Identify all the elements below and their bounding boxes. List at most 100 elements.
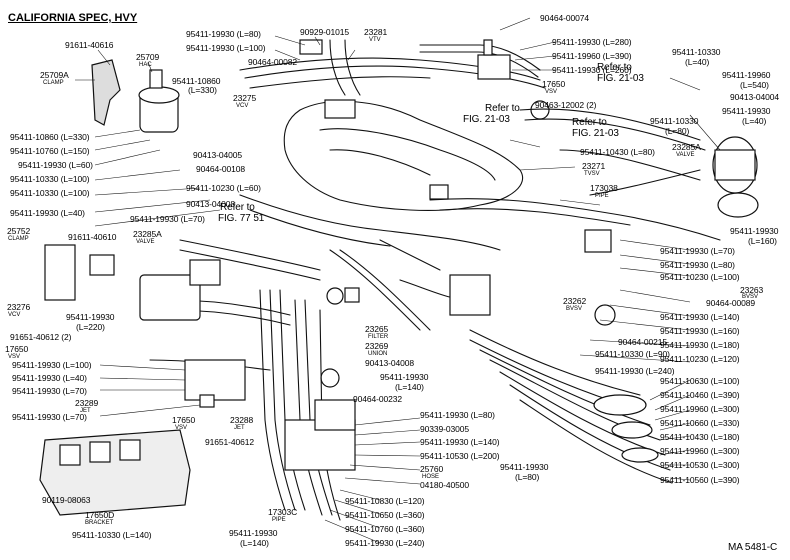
part-label: 17650: [5, 344, 29, 354]
part-label: 95411-19930 (L=80): [660, 260, 735, 270]
part-desc: VALVE: [676, 152, 695, 158]
part-label: (L=330): [188, 85, 217, 95]
refer-label: Refer to: [485, 103, 520, 114]
part-label: 95411-19930 (L=40): [12, 373, 87, 383]
part-label: 173038: [590, 183, 618, 193]
part-label: 95411-19930: [229, 528, 278, 538]
part-label: 95411-19930 (L=100): [12, 360, 92, 370]
part-label: 90929-01015: [300, 27, 350, 37]
part-label: 95411-10230 (L=120): [660, 354, 740, 364]
refer-label: Refer to: [597, 62, 632, 73]
part-label: 95411-10330: [672, 47, 721, 57]
part-label: 95411-10860 (L=330): [10, 132, 90, 142]
part-desc: PIPE: [272, 517, 286, 523]
part-label: 25760: [420, 464, 444, 474]
part-desc: VALVE: [136, 239, 155, 245]
part-label: 90413-04005: [193, 150, 243, 160]
part-label: 25752: [7, 226, 31, 236]
part-desc: JET: [234, 425, 245, 431]
part-label: 95411-19930: [380, 372, 429, 382]
part-label: 23263: [740, 285, 764, 295]
part-label: (L=40): [742, 116, 767, 126]
part-label: 95411-10630 (L=100): [660, 376, 740, 386]
part-label: (L=220): [76, 322, 105, 332]
part-label: 23262: [563, 296, 587, 306]
part-label: 17303C: [268, 507, 298, 517]
part-label: 90339-03005: [420, 424, 470, 434]
part-label: 23288: [230, 415, 254, 425]
part-label: 23271: [582, 161, 606, 171]
part-label: (L=140): [240, 538, 269, 548]
part-label: 95411-10760 (L=150): [10, 146, 90, 156]
part-desc: FILTER: [368, 334, 389, 340]
part-label: 95411-19930 (L=60): [18, 160, 93, 170]
part-label: 23285A: [133, 229, 162, 239]
part-label: 23289: [75, 398, 99, 408]
part-label: 95411-10460 (L=390): [660, 390, 740, 400]
part-label: 90413-04004: [730, 92, 780, 102]
part-label: 90464-00089: [706, 298, 756, 308]
part-label: 91651-40612 (2): [10, 332, 72, 342]
part-label: (L=40): [685, 57, 710, 67]
part-desc: JET: [80, 408, 91, 414]
part-label: 95411-19930 (L=160): [660, 326, 740, 336]
refer-label: Refer to: [572, 117, 607, 128]
part-label: 95411-19930 (L=280): [552, 37, 632, 47]
part-label: (L=80): [515, 472, 540, 482]
part-label: 95411-19930 (L=70): [660, 246, 735, 256]
part-label: 90464-00082: [248, 57, 298, 67]
part-label: 90413-04008: [186, 199, 236, 209]
part-label: 25709A: [40, 70, 69, 80]
part-label: 95411-19960: [722, 70, 771, 80]
part-label: 90464-00215: [618, 337, 668, 347]
refer-label: FIG. 21-03: [463, 114, 510, 125]
part-label: 95411-19930 (L=70): [12, 412, 87, 422]
part-label: 91651-40612: [205, 437, 255, 447]
part-label: 95411-10760 (L=360): [345, 524, 425, 534]
part-label: 23269: [365, 341, 389, 351]
part-label: 95411-19930 (L=70): [130, 214, 205, 224]
part-label: 91611-40616: [65, 40, 114, 50]
part-label: 95411-19960 (L=300): [660, 404, 740, 414]
part-desc: TVSV: [584, 171, 600, 177]
part-desc: HAC: [139, 62, 152, 68]
part-label: 04180-40500: [420, 480, 470, 490]
part-label: 90413-04008: [365, 358, 415, 368]
part-label: 95411-10430 (L=180): [660, 432, 740, 442]
part-desc: VCV: [8, 312, 21, 318]
part-label: 23275: [233, 93, 257, 103]
part-label: 95411-10860: [172, 76, 221, 86]
part-label: 95411-19930 (L=40): [10, 208, 85, 218]
part-label: 90464-00232: [353, 394, 403, 404]
part-label: 90463-12002 (2): [535, 100, 597, 110]
page-title: CALIFORNIA SPEC, HVY: [8, 12, 138, 24]
part-desc: CLAMP: [43, 80, 64, 86]
part-label: 90464-00108: [196, 164, 246, 174]
part-label: 95411-10230 (L=60): [186, 183, 261, 193]
part-desc: BVSV: [742, 294, 759, 300]
part-label: 17650D: [85, 510, 115, 520]
part-desc: VSV: [8, 354, 21, 360]
part-label: 17650: [172, 415, 196, 425]
part-label: 90464-00074: [540, 13, 590, 23]
part-label: 95411-19930 (L=100): [186, 43, 266, 53]
part-label: (L=140): [395, 382, 424, 392]
part-label: 95411-10330 (L=100): [10, 188, 90, 198]
refer-label: Refer to: [220, 202, 255, 213]
part-label: 95411-19930 (L=260): [552, 65, 632, 75]
part-desc: VTV: [369, 37, 381, 43]
refer-label: FIG. 21-03: [597, 73, 644, 84]
figure-code: MA 5481-C: [728, 542, 778, 553]
part-label: 95411-10530 (L=300): [660, 460, 740, 470]
part-label: 95411-10560 (L=390): [660, 475, 740, 485]
part-label: 23281: [364, 27, 388, 37]
part-label: 95411-19930 (L=180): [660, 340, 740, 350]
part-desc: VCV: [236, 103, 249, 109]
part-label: 90119-08063: [42, 495, 91, 505]
part-desc: BRACKET: [85, 520, 114, 526]
part-label: (L=540): [740, 80, 769, 90]
part-label: 25709: [136, 52, 160, 62]
part-label: 95411-19930: [66, 312, 115, 322]
